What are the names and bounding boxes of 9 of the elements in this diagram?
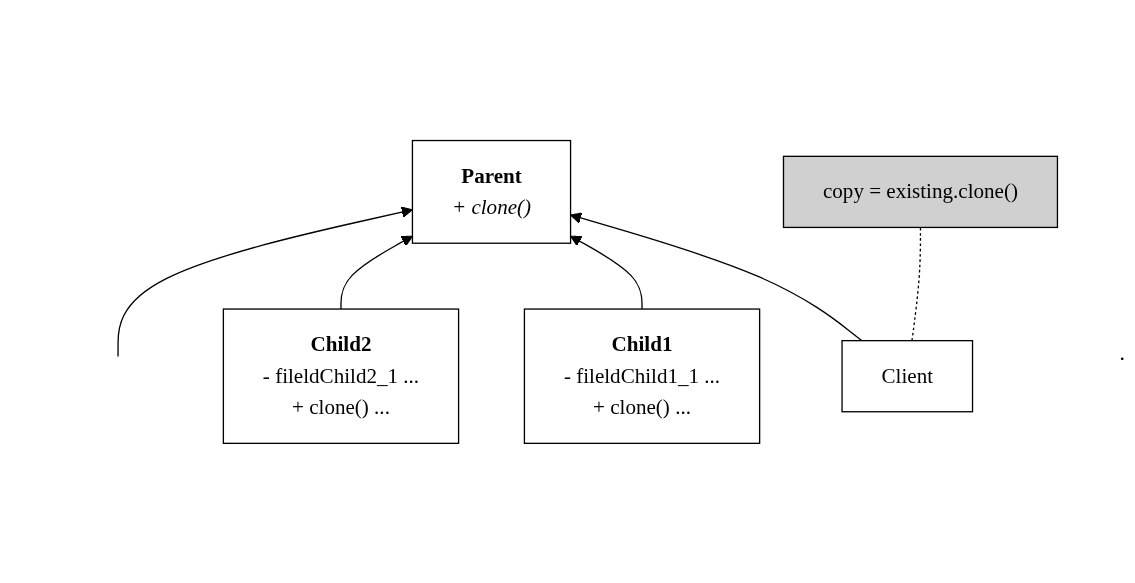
arrow (339, 235, 413, 310)
node-box: Child1 - fileldChild1_1 ... + clone() ... (523, 307, 760, 444)
node-box: Child2 - fileldChild2_1 ... + clone() ... (222, 307, 459, 444)
arrow (116, 205, 413, 357)
dot-mark: . (1119, 340, 1125, 366)
connector (910, 226, 921, 341)
node-box: Parent + clone() (411, 139, 571, 244)
node-box: Client (840, 339, 973, 412)
node-box: copy = existing.clone() (782, 155, 1058, 228)
